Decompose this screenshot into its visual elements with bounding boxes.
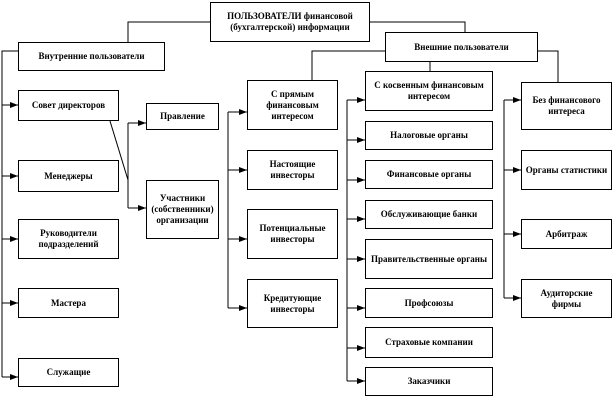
employees-box: Служащие: [18, 358, 119, 387]
direct-interest-box: С прямым финансовым интересом: [247, 80, 338, 130]
dept-heads-box: Руководители подразделений: [18, 219, 119, 259]
indirect-interest-box: С косвенным финансовым интересом: [365, 71, 493, 111]
managers-box: Менеджеры: [18, 160, 119, 192]
management-board-box: Правление: [146, 103, 219, 130]
internal-users-box: Внутренние пользователи: [18, 42, 165, 71]
statistics-box: Органы статистики: [521, 150, 612, 190]
customers-box: Заказчики: [365, 367, 493, 396]
owners-box: Участники (собственники) организации: [146, 180, 219, 239]
no-interest-box: Без финансового интереса: [521, 82, 612, 130]
financial-authorities-box: Финансовые органы: [365, 160, 493, 189]
root-box: ПОЛЬЗОВАТЕЛИ финансовой (бухгалтерской) …: [210, 2, 370, 42]
arbitration-box: Арбитраж: [521, 219, 612, 249]
tax-authorities-box: Налоговые органы: [365, 121, 493, 150]
banks-box: Обслуживающие банки: [365, 200, 493, 229]
potential-investors-box: Потенциальные инвесторы: [247, 209, 338, 259]
lending-investors-box: Кредитующие инвесторы: [247, 279, 338, 328]
foremen-box: Мастера: [18, 288, 119, 318]
current-investors-box: Настоящие инвесторы: [247, 150, 338, 190]
external-users-box: Внешние пользователи: [385, 32, 538, 62]
insurance-box: Страховые компании: [365, 327, 493, 358]
unions-box: Профсоюзы: [365, 288, 493, 318]
board-box: Совет директоров: [18, 90, 119, 121]
audit-firms-box: Аудиторские фирмы: [521, 279, 612, 318]
government-box: Правительственные органы: [365, 239, 493, 279]
